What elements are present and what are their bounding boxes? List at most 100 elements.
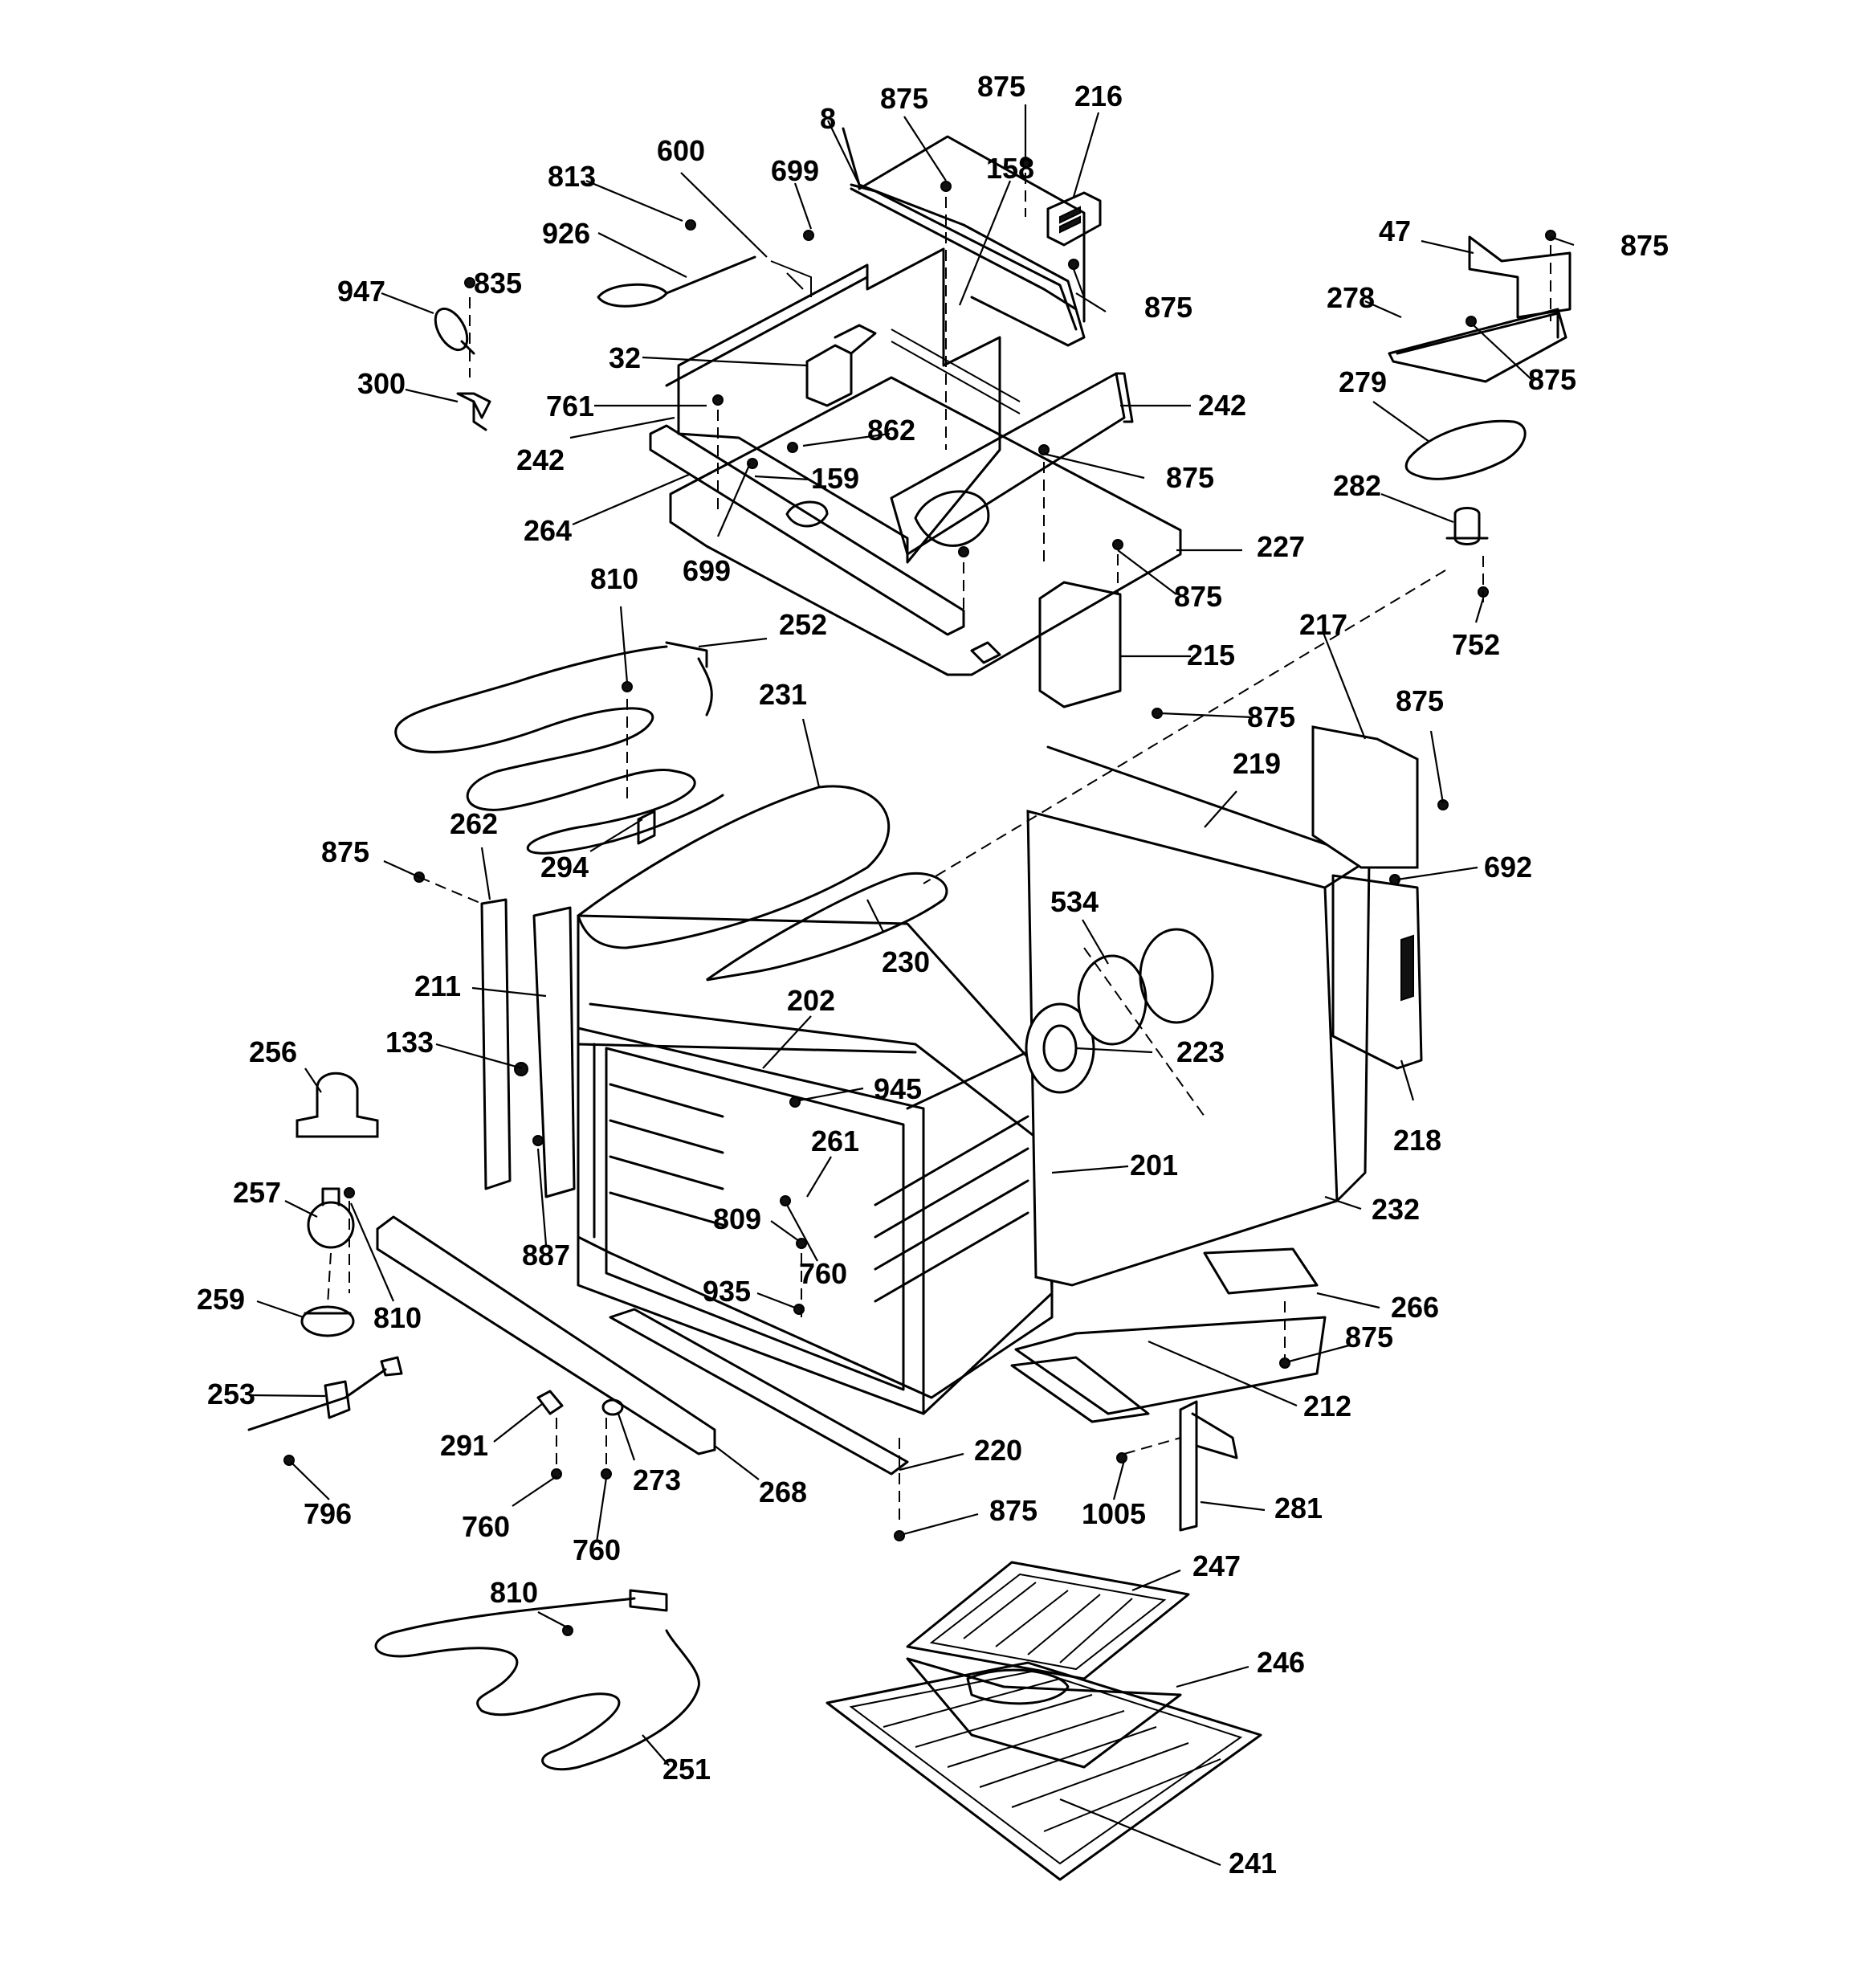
oven-rack-241 (826, 1661, 1262, 1881)
callout-label: 268 (759, 1476, 807, 1508)
callout-label: 262 (450, 807, 498, 840)
callout-label: 760 (573, 1533, 621, 1566)
bracket-266 (1203, 1247, 1319, 1295)
callout-label: 810 (590, 562, 638, 595)
bracket-47 (1468, 235, 1572, 319)
callout-label: 231 (759, 678, 807, 711)
callout-label: 230 (882, 945, 930, 978)
callout-label: 534 (1050, 885, 1099, 918)
callout-label: 300 (357, 367, 406, 400)
insulation-230 (706, 872, 948, 982)
callout-label: 158 (986, 152, 1034, 185)
callout-label: 257 (233, 1176, 281, 1209)
callout-label: 232 (1372, 1193, 1420, 1226)
callout-label: 211 (414, 970, 461, 1002)
callout-label: 281 (1274, 1492, 1323, 1525)
callout-label: 215 (1187, 639, 1235, 672)
callout-labels: 875 875 216 8 600 699 158 813 926 947 83… (197, 70, 1669, 1880)
heat-shield-227 (649, 376, 1182, 676)
callout-label: 761 (546, 390, 594, 423)
callout-label: 1005 (1082, 1497, 1146, 1530)
duct-218 (1331, 874, 1423, 1070)
callout-label: 291 (440, 1429, 488, 1462)
callout-label: 219 (1233, 747, 1281, 780)
sensor-253 (247, 1356, 403, 1431)
trim-268 (376, 1215, 716, 1455)
bracket-294 (637, 810, 656, 845)
plate-278 (1388, 308, 1567, 383)
callout-label: 201 (1130, 1149, 1178, 1182)
top-panel-8 (850, 135, 1086, 331)
callout-label: 242 (1198, 389, 1246, 422)
callout-label: 256 (249, 1035, 297, 1068)
back-panel-219 (1026, 745, 1371, 1287)
callout-label: 935 (703, 1275, 751, 1308)
callout-label: 887 (522, 1239, 570, 1272)
callout-label: 259 (197, 1283, 245, 1316)
fan-blade-223 (1025, 1002, 1095, 1094)
callout-label: 252 (779, 608, 827, 641)
callout-label: 699 (771, 154, 819, 187)
left-trim-262 (480, 898, 512, 1190)
bake-element-251 (374, 1589, 700, 1771)
heat-shield-215 (1038, 581, 1122, 708)
callout-label: 47 (1379, 214, 1411, 247)
wire-harness-926 (597, 255, 756, 308)
callout-label: 32 (609, 341, 641, 374)
motor-32 (805, 324, 1021, 414)
callout-label: 273 (633, 1463, 681, 1496)
cooling-fan-bracket-242 (665, 127, 1086, 564)
callout-label: 875 (1174, 580, 1222, 613)
knob-base-282 (1445, 507, 1489, 545)
callout-label: 926 (542, 217, 590, 250)
knob-279 (1404, 419, 1527, 480)
callout-label: 875 (1144, 291, 1192, 324)
callout-label: 862 (867, 414, 915, 447)
cavity-201 (577, 914, 1054, 1399)
fan-mount-534 (1077, 928, 1214, 1046)
callout-label: 220 (974, 1434, 1022, 1467)
callout-label: 760 (462, 1510, 510, 1543)
leader-lines (248, 104, 1575, 1867)
callout-label: 8 (820, 102, 836, 135)
hinge-281 (1179, 1400, 1238, 1532)
callout-label: 216 (1074, 80, 1123, 112)
callout-label: 947 (337, 275, 385, 308)
callout-label: 875 (1166, 461, 1214, 494)
bracket-300 (456, 392, 491, 431)
callout-label: 810 (490, 1576, 538, 1609)
callout-label: 294 (540, 851, 589, 884)
left-bracket-211 (532, 906, 576, 1198)
callout-label: 945 (874, 1072, 922, 1105)
callout-label: 247 (1192, 1549, 1241, 1582)
lamp-lens-259 (300, 1305, 355, 1337)
callout-label: 251 (662, 1753, 711, 1786)
callout-label: 752 (1452, 628, 1500, 661)
callout-label: 246 (1257, 1646, 1305, 1679)
callout-label: 875 (977, 70, 1025, 103)
callout-label: 223 (1176, 1035, 1225, 1068)
broiler-pan-246 (906, 1657, 1182, 1769)
callout-label: 218 (1393, 1124, 1441, 1157)
callout-label: 159 (811, 462, 859, 495)
callout-label: 202 (787, 984, 835, 1017)
callout-label: 212 (1303, 1390, 1351, 1423)
insulation-231 (577, 785, 891, 949)
front-frame-202 (577, 1027, 1054, 1415)
assembly-lines (327, 173, 1551, 1526)
duct-assembly-242-right (890, 372, 1134, 556)
callout-label: 279 (1339, 365, 1387, 398)
clip-291 (536, 1390, 564, 1415)
callout-label: 875 (1247, 700, 1295, 733)
rack-supports (609, 1083, 1029, 1303)
callout-label: 282 (1333, 469, 1381, 502)
callout-label: 875 (1345, 1321, 1393, 1353)
callout-label: 835 (474, 267, 522, 300)
broil-element-252 (394, 641, 724, 855)
callout-label: 875 (1620, 229, 1669, 262)
callout-label: 813 (548, 160, 596, 193)
callout-label: 796 (304, 1497, 352, 1530)
callout-label: 699 (683, 554, 731, 587)
duct-cover-216 (1046, 191, 1102, 247)
